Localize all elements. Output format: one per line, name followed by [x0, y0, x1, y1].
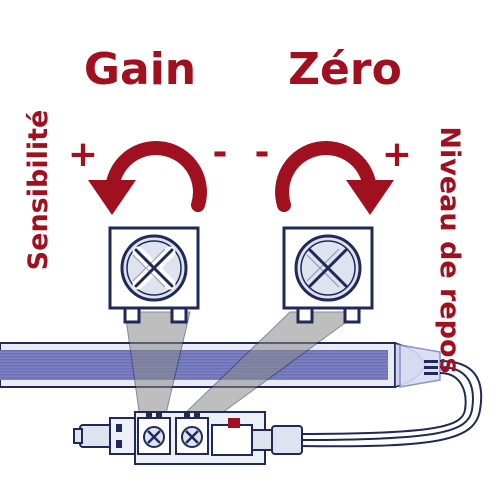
controller-module — [73, 411, 303, 465]
cable-wires — [299, 360, 483, 448]
rest-level-label: Niveau de repos — [434, 126, 465, 373]
module-gain-screw-icon — [137, 412, 171, 455]
gain-label: Gain — [84, 44, 196, 95]
gain-minus-sign: - — [213, 132, 228, 173]
module-zero-screw-icon — [175, 412, 209, 455]
clockwise-arrow-icon — [275, 141, 394, 215]
zero-label: Zéro — [288, 44, 402, 95]
strip-end-connector — [399, 344, 441, 388]
led-strip — [0, 342, 426, 388]
gain-plus-sign: + — [68, 134, 98, 175]
zero-trimmer-screw-icon — [282, 226, 374, 324]
zero-plus-sign: + — [382, 134, 412, 175]
sensitivity-label: Sensibilité — [23, 110, 54, 271]
counterclockwise-arrow-icon — [88, 141, 207, 215]
gain-trimmer-screw-icon — [108, 226, 200, 324]
zero-minus-sign: - — [255, 132, 270, 173]
